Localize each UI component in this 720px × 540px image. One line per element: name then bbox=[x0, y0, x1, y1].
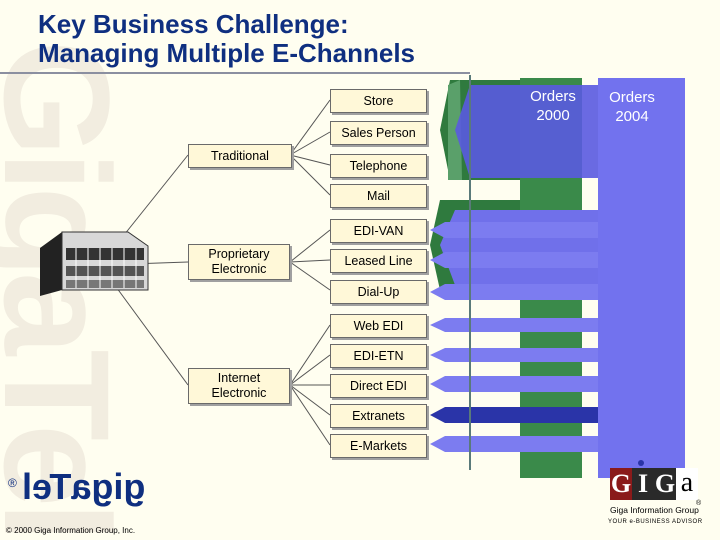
gigatel-logo-text: gigaTel bbox=[22, 466, 146, 507]
orders-2004-label: Orders 2004 bbox=[609, 89, 655, 125]
giga-tagline: YOUR e-BUSINESS ADVISOR bbox=[608, 519, 703, 525]
giga-letter-4: a bbox=[676, 468, 698, 500]
channel-sales-person: Sales Person bbox=[330, 121, 427, 145]
channel-leased-line: Leased Line bbox=[330, 249, 427, 273]
copyright-text: © 2000 Giga Information Group, Inc. bbox=[6, 526, 136, 535]
category-proprietary: Proprietary Electronic bbox=[188, 244, 290, 280]
logo-dot bbox=[638, 460, 644, 466]
channel-telephone: Telephone bbox=[330, 154, 427, 178]
giga-letter-2: I bbox=[632, 468, 654, 500]
title-underline bbox=[0, 72, 470, 74]
orders-2004-column bbox=[598, 78, 685, 478]
channel-store: Store bbox=[330, 89, 427, 113]
title-line-1: Key Business Challenge: bbox=[38, 9, 349, 39]
gigatel-logo: ® gigaTel bbox=[8, 466, 158, 510]
registered-mark: ® bbox=[8, 476, 17, 490]
orders-2004-header: Orders 2004 bbox=[598, 88, 666, 126]
category-traditional: Traditional bbox=[188, 144, 292, 168]
building-icon bbox=[40, 231, 149, 296]
arrow-proprietary-2004 bbox=[440, 210, 598, 285]
giga-company-name: Giga Information Group bbox=[610, 505, 699, 515]
giga-registered-mark: ® bbox=[696, 500, 702, 507]
channel-e-markets: E-Markets bbox=[330, 434, 427, 458]
orders-2000-label: Orders 2000 bbox=[530, 88, 576, 124]
giga-logo: G I G a bbox=[610, 468, 700, 502]
channel-arrows bbox=[430, 222, 598, 452]
page-title: Key Business Challenge: Managing Multipl… bbox=[38, 10, 415, 68]
title-line-2: Managing Multiple E-Channels bbox=[38, 38, 416, 68]
channel-direct-edi: Direct EDI bbox=[330, 374, 427, 398]
channel-web-edi: Web EDI bbox=[330, 314, 427, 338]
channel-dial-up: Dial-Up bbox=[330, 280, 427, 304]
giga-letter-3: G bbox=[654, 468, 676, 500]
channel-mail: Mail bbox=[330, 184, 427, 208]
arrow-extranets bbox=[430, 407, 598, 423]
giga-letter-1: G bbox=[610, 468, 632, 500]
category-internet: Internet Electronic bbox=[188, 368, 290, 404]
arrow-traditional-2004 bbox=[455, 85, 598, 178]
orders-2000-header: Orders 2000 bbox=[520, 87, 586, 125]
channel-edi-van: EDI-VAN bbox=[330, 219, 427, 243]
channel-extranets: Extranets bbox=[330, 404, 427, 428]
channel-edi-etn: EDI-ETN bbox=[330, 344, 427, 368]
